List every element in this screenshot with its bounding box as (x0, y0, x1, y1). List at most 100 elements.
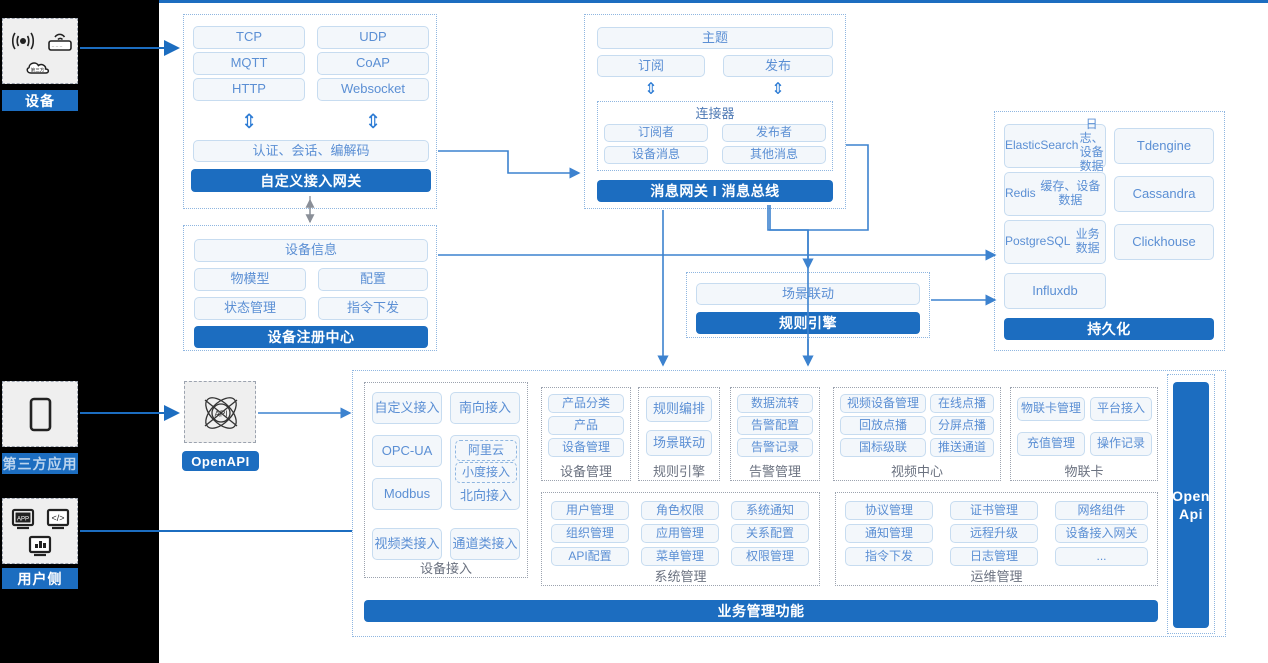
cell-iot-card-mgmt[interactable]: 物联卡管理 (1017, 397, 1085, 421)
device-icon-panel: 第三方 (2, 18, 78, 84)
svg-text:APP: APP (17, 516, 29, 522)
updown-arrow-icon-left: ⇕ (240, 110, 258, 133)
registry-device-info[interactable]: 设备信息 (194, 239, 428, 262)
caption-iot-card: 物联卡 (1064, 463, 1104, 479)
signal-wave-icon (11, 32, 35, 50)
updown-arrow-icon-publish: ⇕ (771, 81, 785, 98)
business-title: 业务管理功能 (364, 600, 1158, 622)
cell-relation-cfg[interactable]: 关系配置 (731, 524, 809, 543)
registry-state-mgmt[interactable]: 状态管理 (194, 297, 306, 320)
store-clickhouse[interactable]: Clickhouse (1114, 224, 1214, 260)
cell-alarm-record[interactable]: 告警记录 (737, 438, 813, 457)
connector-other-message[interactable]: 其他消息 (722, 146, 826, 164)
protocol-tcp[interactable]: TCP (193, 26, 305, 49)
protocol-udp[interactable]: UDP (317, 26, 429, 49)
cell-api-config[interactable]: API配置 (551, 547, 629, 566)
store-postgresql[interactable]: PostgreSQL 业务数据 (1004, 220, 1106, 264)
cell-push-channel[interactable]: 推送通道 (930, 438, 994, 457)
cell-network-comp[interactable]: 网络组件 (1055, 501, 1148, 520)
cell-channel-access[interactable]: 通道类接入 (450, 528, 520, 560)
cell-rule-orchestration[interactable]: 规则编排 (646, 396, 712, 422)
caption-device-access: 设备接入 (419, 560, 472, 576)
cell-split-screen-vod[interactable]: 分屏点播 (930, 416, 994, 435)
protocol-http[interactable]: HTTP (193, 78, 305, 101)
registry-thing-model[interactable]: 物模型 (194, 268, 306, 291)
store-influxdb[interactable]: Influxdb (1004, 273, 1106, 309)
cell-product-category[interactable]: 产品分类 (548, 394, 624, 413)
openapi-badge: OpenAPI (182, 451, 259, 471)
cell-user-mgmt[interactable]: 用户管理 (551, 501, 629, 520)
store-elasticsearch-desc: 日志、设备数据 (1079, 117, 1104, 173)
store-postgresql-desc: 业务数据 (1075, 227, 1100, 255)
cell-cert-mgmt[interactable]: 证书管理 (950, 501, 1038, 520)
updown-arrow-icon-subscribe: ⇕ (644, 81, 658, 98)
connector-publisher[interactable]: 发布者 (722, 124, 826, 142)
api-atom-label: API (215, 410, 228, 419)
cell-online-vod[interactable]: 在线点播 (930, 394, 994, 413)
cell-product[interactable]: 产品 (548, 416, 624, 435)
cell-device-mgmt[interactable]: 设备管理 (548, 438, 624, 457)
cloud-icon (26, 62, 50, 74)
protocol-mqtt[interactable]: MQTT (193, 52, 305, 75)
connector-device-message[interactable]: 设备消息 (604, 146, 708, 164)
cell-aliyun[interactable]: 阿里云 (455, 440, 517, 461)
cell-custom-access[interactable]: 自定义接入 (372, 392, 442, 424)
store-elasticsearch-label: ElasticSearch (1005, 138, 1079, 153)
cell-command-send[interactable]: 指令下发 (845, 547, 933, 566)
registry-title: 设备注册中心 (194, 326, 428, 348)
cell-protocol-mgmt[interactable]: 协议管理 (845, 501, 933, 520)
store-postgresql-label: PostgreSQL (1005, 234, 1071, 249)
cell-log-mgmt[interactable]: 日志管理 (950, 547, 1038, 566)
svg-text:</>: </> (51, 513, 64, 523)
cell-system-notice[interactable]: 系统通知 (731, 501, 809, 520)
cell-southbound[interactable]: 南向接入 (450, 392, 520, 424)
cell-data-flow[interactable]: 数据流转 (737, 394, 813, 413)
cell-xiaodu[interactable]: 小度接入 (455, 462, 517, 483)
store-cassandra[interactable]: Cassandra (1114, 176, 1214, 212)
caption-device-management: 设备管理 (559, 463, 612, 479)
cell-scene-linkage[interactable]: 场景联动 (646, 430, 712, 456)
cell-recharge-mgmt[interactable]: 充值管理 (1017, 432, 1085, 456)
cell-playback-vod[interactable]: 回放点播 (840, 416, 926, 435)
cell-notify-mgmt[interactable]: 通知管理 (845, 524, 933, 543)
cell-opcua[interactable]: OPC-UA (372, 435, 442, 467)
cell-menu-mgmt[interactable]: 菜单管理 (641, 547, 719, 566)
caption-rule-engine: 规则引擎 (652, 463, 705, 479)
cell-remote-upgrade[interactable]: 远程升级 (950, 524, 1038, 543)
cell-more[interactable]: ... (1055, 547, 1148, 566)
third-party-icon-panel (2, 381, 78, 447)
cell-modbus[interactable]: Modbus (372, 478, 442, 510)
rule-engine-scene-linkage[interactable]: 场景联动 (696, 283, 920, 305)
cell-app-mgmt[interactable]: 应用管理 (641, 524, 719, 543)
openapi-vertical-bar: Open Api (1172, 382, 1209, 628)
protocol-websocket[interactable]: Websocket (317, 78, 429, 101)
store-tdengine[interactable]: Tdengine (1114, 128, 1214, 164)
connector-subscriber[interactable]: 订阅者 (604, 124, 708, 142)
cell-operation-log[interactable]: 操作记录 (1090, 432, 1152, 456)
cell-northbound-label: 北向接入 (459, 488, 512, 504)
gateway-middle-layer[interactable]: 认证、会话、编解码 (193, 140, 429, 162)
cell-northbound-wrapper[interactable]: 阿里云 小度接入 北向接入 (450, 435, 520, 510)
cell-alarm-config[interactable]: 告警配置 (737, 416, 813, 435)
cell-device-gateway[interactable]: 设备接入网关 (1055, 524, 1148, 543)
topic-box[interactable]: 主题 (597, 27, 833, 49)
cell-perm-mgmt[interactable]: 权限管理 (731, 547, 809, 566)
cell-org-mgmt[interactable]: 组织管理 (551, 524, 629, 543)
rule-engine-title: 规则引擎 (696, 312, 920, 334)
api-atom-icon: API (204, 397, 238, 429)
caption-alarm-management: 告警管理 (748, 463, 801, 479)
registry-config[interactable]: 配置 (318, 268, 428, 291)
protocol-coap[interactable]: CoAP (317, 52, 429, 75)
cell-platform-access[interactable]: 平台接入 (1090, 397, 1152, 421)
subscribe-box[interactable]: 订阅 (597, 55, 705, 77)
app-window-icon: APP (11, 508, 35, 530)
cell-video-device-mgmt[interactable]: 视频设备管理 (840, 394, 926, 413)
cell-role-perm[interactable]: 角色权限 (641, 501, 719, 520)
publish-box[interactable]: 发布 (723, 55, 833, 77)
registry-command-send[interactable]: 指令下发 (318, 297, 428, 320)
cell-video-access[interactable]: 视频类接入 (372, 528, 442, 560)
caption-ops-management: 运维管理 (970, 568, 1023, 584)
cell-gb-cascade[interactable]: 国标级联 (840, 438, 926, 457)
